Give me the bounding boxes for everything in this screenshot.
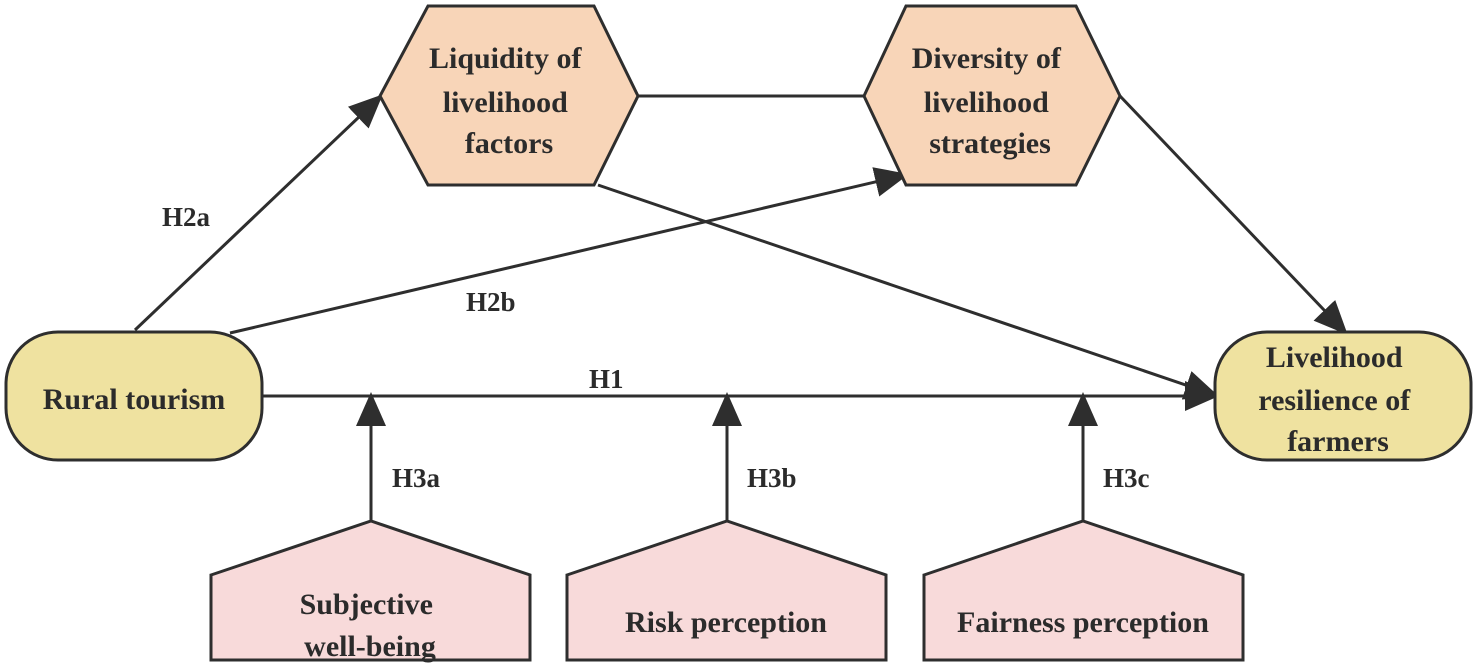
label-h1: H1 bbox=[589, 364, 624, 394]
resilience-line-1: Livelihood bbox=[1266, 341, 1403, 374]
risk-pentagon bbox=[565, 519, 888, 662]
diversity-line-2: livelihood bbox=[924, 86, 1049, 119]
node-risk: Risk perception bbox=[565, 519, 888, 662]
svg-text:Risk perception: Risk perception bbox=[625, 606, 827, 639]
svg-text:Subjective well-being: Subjective well-being bbox=[300, 588, 441, 663]
diversity-line-1: Diversity of bbox=[912, 42, 1062, 75]
diversity-line-3: strategies bbox=[929, 127, 1051, 160]
node-liquidity: Liquidity of livelihood factors bbox=[378, 4, 640, 187]
svg-text:Diversity of livelihood: Diversity of livelihood strategies bbox=[912, 42, 1069, 160]
edge-labels: H2a H2b H1 H3a H3b H3c bbox=[162, 202, 1150, 493]
svg-text:Livelihood resilience of: Livelihood resilience of farmers bbox=[1258, 341, 1417, 458]
diversity-hexagon bbox=[862, 4, 1122, 187]
subjective-pentagon bbox=[209, 519, 532, 662]
svg-text:Rural tourism: Rural tourism bbox=[43, 383, 226, 416]
liquidity-line-1: Liquidity of bbox=[429, 42, 583, 75]
edge-liquidity-resilience bbox=[597, 183, 1219, 400]
svg-text:Liquidity of livelihood: Liquidity of livelihood factors bbox=[429, 42, 589, 160]
label-h3b: H3b bbox=[747, 463, 797, 493]
subjective-line-2: well-being bbox=[304, 630, 436, 663]
label-h2b: H2b bbox=[466, 287, 516, 317]
edge-diversity-resilience bbox=[1118, 94, 1348, 335]
node-rural-tourism: Rural tourism bbox=[4, 330, 264, 462]
edge-h2a bbox=[133, 94, 383, 332]
svg-text:Fairness perception: Fairness perception bbox=[957, 606, 1209, 639]
liquidity-line-3: factors bbox=[465, 127, 553, 160]
node-fairness: Fairness perception bbox=[922, 519, 1245, 662]
edge-h2b bbox=[229, 167, 909, 335]
resilience-box bbox=[1213, 330, 1473, 462]
node-diversity: Diversity of livelihood strategies bbox=[862, 4, 1122, 187]
rural-tourism-box bbox=[4, 330, 264, 462]
subjective-line-1: Subjective bbox=[300, 588, 433, 621]
fairness-pentagon bbox=[922, 519, 1245, 662]
liquidity-hexagon bbox=[378, 4, 640, 187]
edges bbox=[133, 94, 1348, 521]
label-h3a: H3a bbox=[392, 463, 441, 493]
fairness-label: Fairness perception bbox=[957, 606, 1209, 639]
rural-tourism-label: Rural tourism bbox=[43, 383, 226, 416]
liquidity-line-2: livelihood bbox=[443, 86, 568, 119]
node-subjective: Subjective well-being bbox=[209, 519, 532, 663]
resilience-line-3: farmers bbox=[1287, 425, 1389, 458]
label-h2a: H2a bbox=[162, 202, 211, 232]
risk-label: Risk perception bbox=[625, 606, 827, 639]
resilience-line-2: resilience of bbox=[1258, 384, 1411, 417]
node-resilience: Livelihood resilience of farmers bbox=[1213, 330, 1473, 462]
label-h3c: H3c bbox=[1103, 463, 1150, 493]
